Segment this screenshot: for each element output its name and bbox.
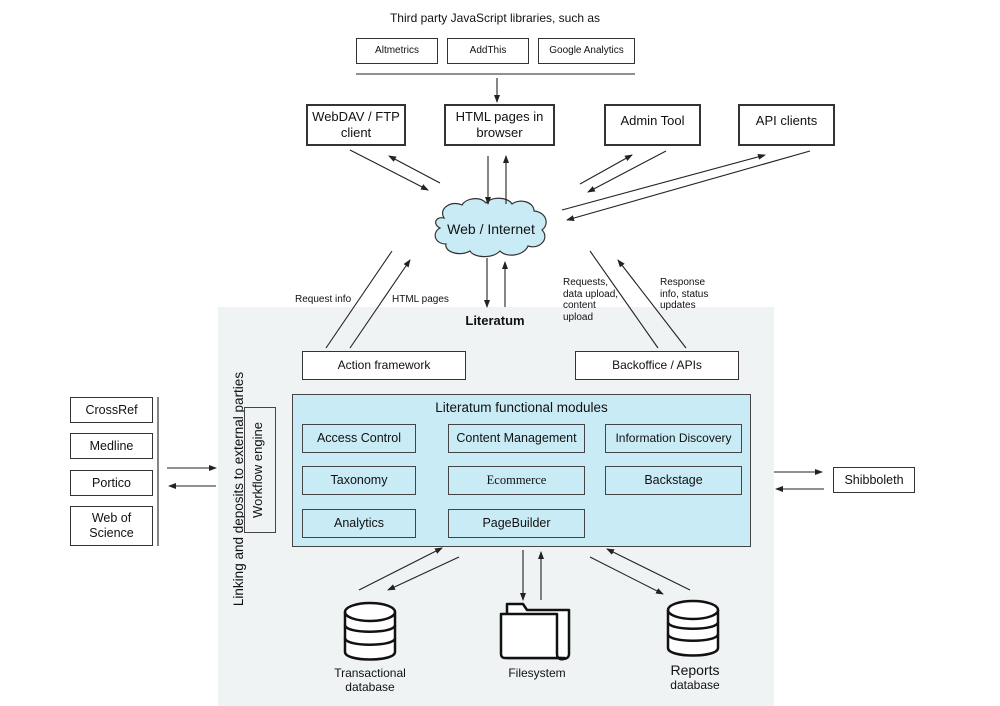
library-addthis: AddThis <box>447 38 529 64</box>
module-taxonomy: Taxonomy <box>302 466 416 495</box>
module-information-discovery: Information Discovery <box>605 424 742 453</box>
literatum-title: Literatum <box>465 313 525 328</box>
arrow-cloud-to-webdav <box>388 155 441 184</box>
module-backstage: Backstage <box>605 466 742 495</box>
module-ecommerce: Ecommerce <box>448 466 585 495</box>
backoffice-apis-box: Backoffice / APIs <box>575 351 739 380</box>
webdav-ftp-client-box: WebDAV / FTP client <box>306 104 406 146</box>
transactional-database-label: Transactional database <box>334 666 406 694</box>
arrow-cloud-to-admin <box>579 154 633 185</box>
external-medline: Medline <box>70 433 153 459</box>
external-web-of-science: Web of Science <box>70 506 153 546</box>
arrow-webdav-to-cloud <box>349 149 429 191</box>
requests-label: Requests, data upload, content upload <box>563 277 619 323</box>
library-altmetrics: Altmetrics <box>356 38 438 64</box>
api-clients-box: API clients <box>738 104 835 146</box>
filesystem-label: Filesystem <box>508 666 566 680</box>
arrow-api-to-cloud <box>566 150 811 221</box>
workflow-engine-box <box>244 407 276 533</box>
workflow-engine-label: Workflow engine <box>250 422 265 518</box>
folder-icon <box>499 602 571 661</box>
request-info-label: Request info <box>295 294 352 305</box>
module-content-management: Content Management <box>448 424 585 453</box>
web-internet-label: Web / Internet <box>447 221 535 237</box>
reports-database-icon <box>666 599 720 657</box>
shibboleth-box: Shibboleth <box>833 467 915 493</box>
third-party-heading: Third party JavaScript libraries, such a… <box>389 11 601 25</box>
html-pages-label: HTML pages <box>392 294 449 305</box>
modules-title: Literatum functional modules <box>435 400 608 415</box>
module-pagebuilder: PageBuilder <box>448 509 585 538</box>
library-google-analytics: Google Analytics <box>538 38 635 64</box>
admin-tool-box: Admin Tool <box>604 104 701 146</box>
module-analytics: Analytics <box>302 509 416 538</box>
arrow-admin-to-cloud <box>587 150 667 193</box>
reports-database-title: Reports <box>670 662 720 678</box>
module-access-control: Access Control <box>302 424 416 453</box>
external-crossref: CrossRef <box>70 397 153 423</box>
reports-database-subtitle: database <box>670 678 720 692</box>
html-pages-browser-box: HTML pages in browser <box>444 104 555 146</box>
action-framework-box: Action framework <box>302 351 466 380</box>
cloud-icon <box>434 197 547 258</box>
arrow-cloud-to-api <box>561 153 766 211</box>
transactional-database-icon <box>343 601 397 661</box>
external-portico: Portico <box>70 470 153 496</box>
response-label: Response info, status updates <box>660 277 709 311</box>
